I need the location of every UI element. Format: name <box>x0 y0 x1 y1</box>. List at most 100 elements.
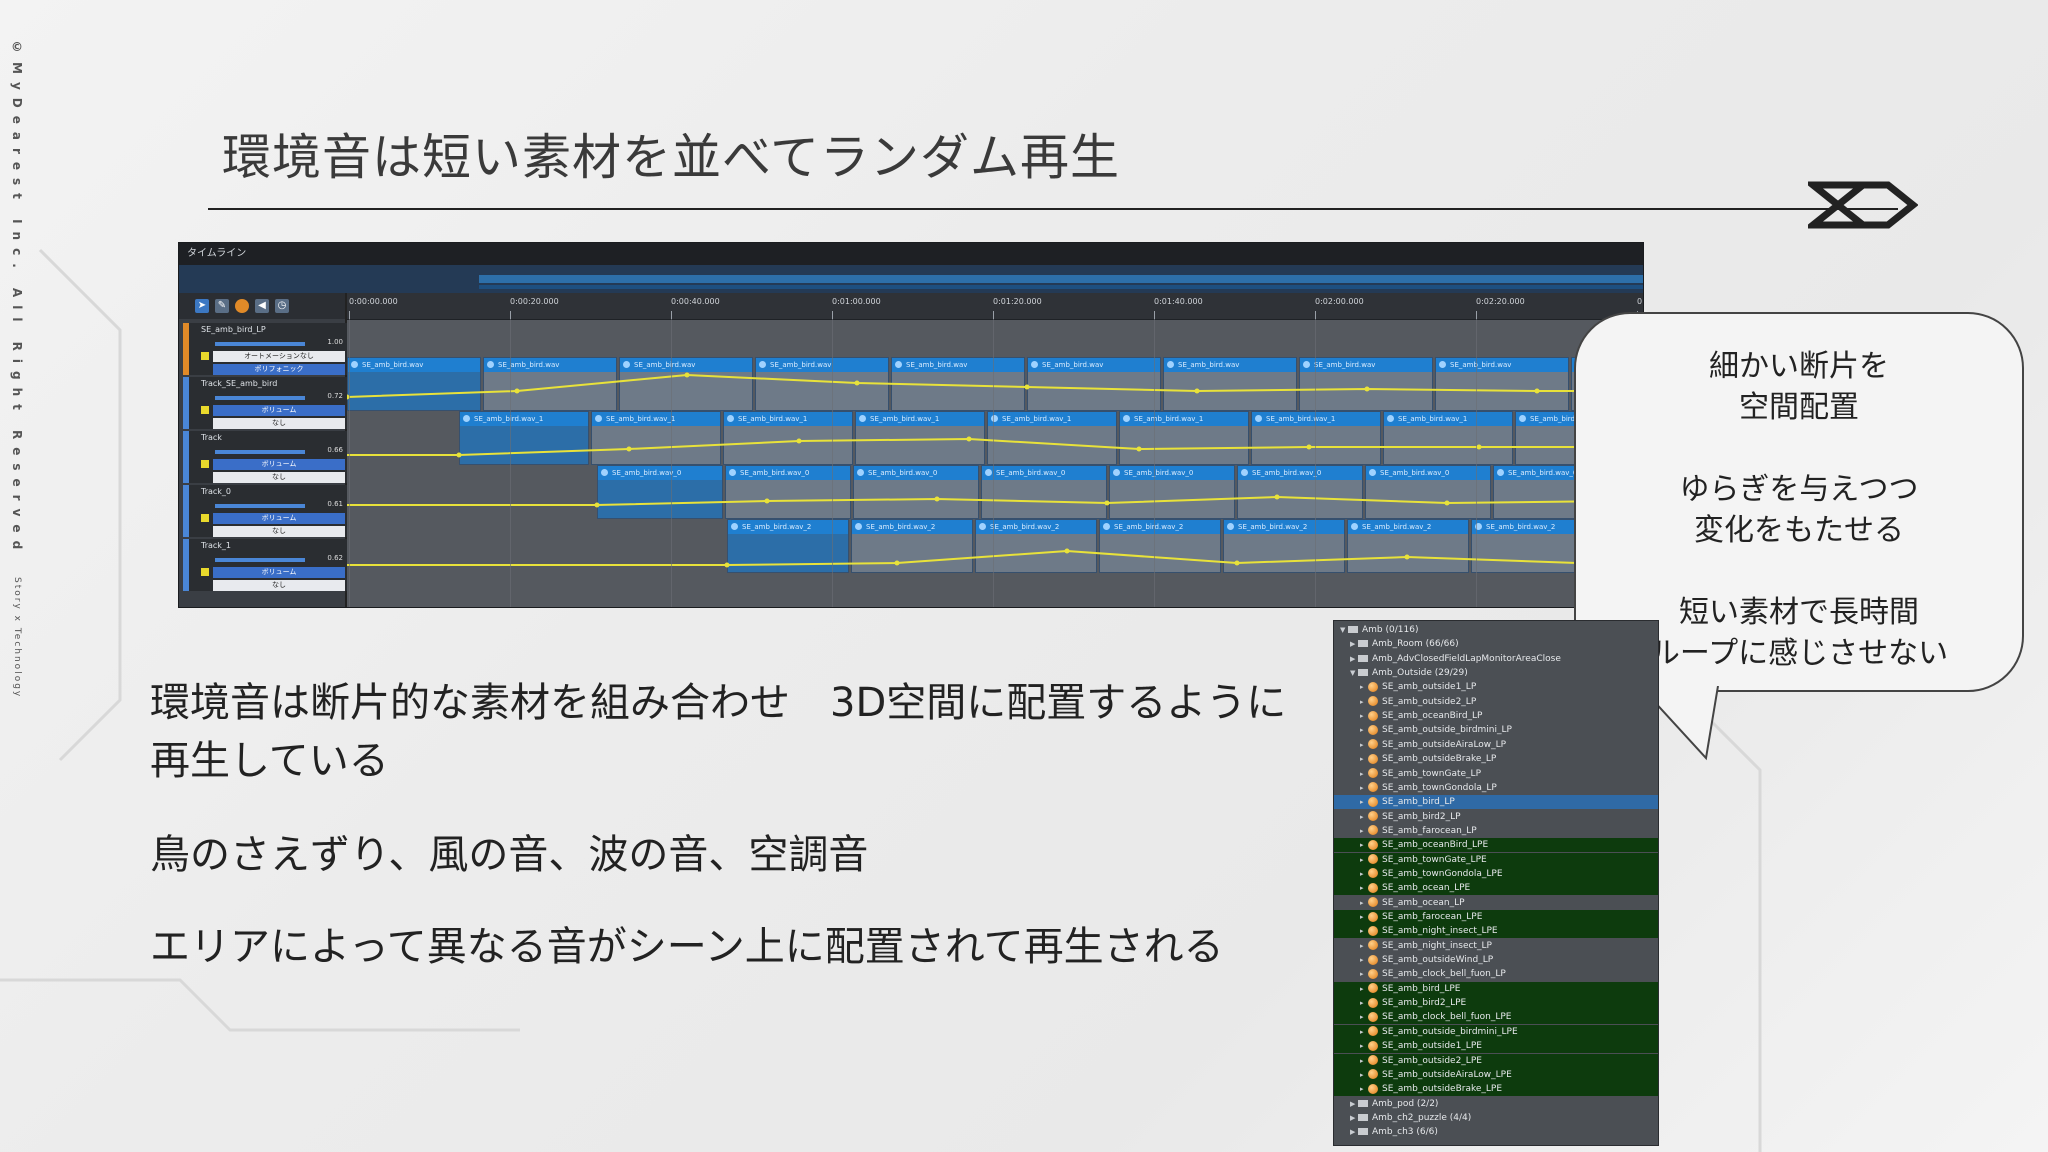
volume-slider[interactable] <box>215 396 305 400</box>
tree-item[interactable]: ▼Amb (0/116) <box>1334 623 1658 637</box>
audio-clip[interactable]: SE_amb_bird.wav_2 <box>1223 519 1345 573</box>
volume-slider[interactable] <box>215 558 305 562</box>
tree-item[interactable]: ▸SE_amb_outside_birdmini_LPE <box>1334 1024 1658 1039</box>
expand-arrow-icon[interactable]: ▸ <box>1360 999 1364 1008</box>
expand-arrow-icon[interactable]: ▶ <box>1350 1128 1356 1137</box>
volume-envelope-line[interactable] <box>347 495 1644 506</box>
expand-arrow-icon[interactable]: ▸ <box>1360 1027 1364 1036</box>
expand-arrow-icon[interactable]: ▸ <box>1360 927 1364 936</box>
audio-clip[interactable]: SE_amb_bird.wav_0 <box>725 465 851 519</box>
tree-item[interactable]: ▸SE_amb_ocean_LP <box>1334 896 1658 910</box>
tree-item[interactable]: ▸SE_amb_outside_birdmini_LP <box>1334 723 1658 737</box>
expand-arrow-icon[interactable]: ▸ <box>1360 826 1364 835</box>
expand-arrow-icon[interactable]: ▸ <box>1360 855 1364 864</box>
expand-arrow-icon[interactable]: ▸ <box>1360 970 1364 979</box>
expand-arrow-icon[interactable]: ▸ <box>1360 683 1364 692</box>
expand-arrow-icon[interactable]: ▸ <box>1360 697 1364 706</box>
envelope-point[interactable] <box>1444 500 1450 506</box>
volume-slider[interactable] <box>215 450 305 454</box>
expand-arrow-icon[interactable]: ▸ <box>1360 956 1364 965</box>
mode-dropdown[interactable]: なし <box>213 526 345 537</box>
envelope-point[interactable] <box>347 394 350 400</box>
tree-item[interactable]: ▸SE_amb_bird2_LP <box>1334 810 1658 824</box>
clock-icon[interactable]: ◷ <box>275 299 289 313</box>
tree-item[interactable]: ▸SE_amb_clock_bell_fuon_LP <box>1334 967 1658 981</box>
tree-item[interactable]: ▸SE_amb_clock_bell_fuon_LPE <box>1334 1010 1658 1025</box>
tree-item[interactable]: ▸SE_amb_oceanBird_LP <box>1334 709 1658 723</box>
volume-envelope-line[interactable] <box>347 437 1644 456</box>
envelope-point[interactable] <box>724 562 730 568</box>
mode-dropdown[interactable]: なし <box>213 580 345 591</box>
audio-clip[interactable]: SE_amb_bird.wav <box>755 357 889 411</box>
audio-clip[interactable]: SE_amb_bird.wav_0 <box>981 465 1107 519</box>
audio-clip[interactable]: SE_amb_bird.wav <box>1027 357 1161 411</box>
volume-envelope-line[interactable] <box>347 549 1644 566</box>
audio-clip[interactable]: SE_amb_bird.wav_1 <box>459 411 589 465</box>
tree-item[interactable]: ▸SE_amb_townGate_LP <box>1334 767 1658 781</box>
envelope-point[interactable] <box>1194 388 1200 394</box>
envelope-point[interactable] <box>1024 384 1030 390</box>
automation-dropdown[interactable]: ボリューム <box>213 459 345 470</box>
audio-clip[interactable]: SE_amb_bird.wav_2 <box>727 519 849 573</box>
expand-arrow-icon[interactable]: ▸ <box>1360 841 1364 850</box>
mode-dropdown[interactable]: ポリフォニック <box>213 364 345 375</box>
expand-arrow-icon[interactable]: ▶ <box>1350 654 1356 663</box>
expand-arrow-icon[interactable]: ▸ <box>1360 1085 1364 1094</box>
tree-item[interactable]: ▶Amb_AdvClosedFieldLapMonitorAreaClose <box>1334 652 1658 666</box>
tree-item[interactable]: ▸SE_amb_townGate_LPE <box>1334 852 1658 867</box>
envelope-point[interactable] <box>684 372 690 378</box>
envelope-point[interactable] <box>796 438 802 444</box>
expand-arrow-icon[interactable]: ▸ <box>1360 769 1364 778</box>
volume-slider[interactable] <box>215 504 305 508</box>
expand-arrow-icon[interactable]: ▼ <box>1340 626 1346 634</box>
volume-envelope[interactable] <box>347 357 1644 411</box>
tree-item[interactable]: ▸SE_amb_outside2_LPE <box>1334 1053 1658 1068</box>
tree-item[interactable]: ▶Amb_ch3 (6/6) <box>1334 1125 1658 1139</box>
tree-item[interactable]: ▸SE_amb_bird_LPE <box>1334 981 1658 996</box>
envelope-point[interactable] <box>894 560 900 566</box>
tree-item[interactable]: ▸SE_amb_night_insect_LP <box>1334 939 1658 953</box>
tree-item[interactable]: ▸SE_amb_outsideBrake_LP <box>1334 752 1658 766</box>
expand-arrow-icon[interactable]: ▸ <box>1360 1056 1364 1065</box>
envelope-point[interactable] <box>1306 444 1312 450</box>
volume-envelope[interactable] <box>347 519 1644 573</box>
envelope-point[interactable] <box>1234 560 1240 566</box>
audio-clip[interactable]: SE_amb_bird.wav_1 <box>1383 411 1513 465</box>
audio-clip[interactable]: SE_amb_bird.wav <box>1299 357 1433 411</box>
expand-arrow-icon[interactable]: ▸ <box>1360 869 1364 878</box>
tree-item[interactable]: ▸SE_amb_outsideWind_LP <box>1334 953 1658 967</box>
tree-item[interactable]: ▼Amb_Outside (29/29) <box>1334 666 1658 680</box>
audio-clip[interactable]: SE_amb_bird.wav <box>1163 357 1297 411</box>
expand-arrow-icon[interactable]: ▸ <box>1360 1013 1364 1022</box>
tree-item[interactable]: ▸SE_amb_outsideAiraLow_LPE <box>1334 1067 1658 1082</box>
envelope-point[interactable] <box>1064 548 1070 554</box>
expand-arrow-icon[interactable]: ▸ <box>1360 755 1364 764</box>
audio-clip[interactable]: SE_amb_bird.wav_0 <box>1365 465 1491 519</box>
audio-clip[interactable]: SE_amb_bird.wav_2 <box>1099 519 1221 573</box>
audio-clip[interactable]: SE_amb_bird.wav_1 <box>855 411 985 465</box>
mode-dropdown[interactable]: なし <box>213 418 345 429</box>
pencil-tool-icon[interactable]: ✎ <box>215 299 229 313</box>
envelope-point[interactable] <box>456 452 462 458</box>
audio-clip[interactable]: SE_amb_bird.wav_2 <box>1471 519 1593 573</box>
expand-arrow-icon[interactable]: ▸ <box>1360 941 1364 950</box>
audio-clip[interactable]: SE_amb_bird.wav_1 <box>1251 411 1381 465</box>
envelope-point[interactable] <box>1274 494 1280 500</box>
tree-item[interactable]: ▸SE_amb_townGondola_LPE <box>1334 866 1658 881</box>
mode-dropdown[interactable]: なし <box>213 472 345 483</box>
expand-arrow-icon[interactable]: ▸ <box>1360 740 1364 749</box>
envelope-point[interactable] <box>966 436 972 442</box>
envelope-point[interactable] <box>514 388 520 394</box>
audio-clip[interactable]: SE_amb_bird.wav_1 <box>723 411 853 465</box>
tree-item[interactable]: ▸SE_amb_townGondola_LP <box>1334 781 1658 795</box>
expand-arrow-icon[interactable]: ▸ <box>1360 913 1364 921</box>
tree-item[interactable]: ▸SE_amb_bird_LP <box>1334 795 1658 810</box>
audio-clip[interactable]: SE_amb_bird.wav_2 <box>1347 519 1469 573</box>
